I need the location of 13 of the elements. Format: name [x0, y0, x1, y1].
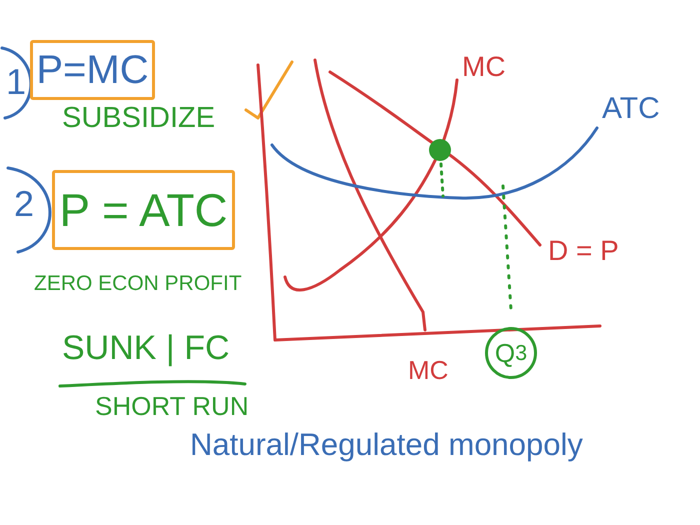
note-text: SUNK | FC — [62, 330, 230, 368]
list-number: 2 — [14, 184, 34, 224]
curve-label: D = P — [548, 236, 619, 267]
note-text: SUBSIDIZE — [62, 103, 216, 135]
note-text: SHORT RUN — [95, 392, 249, 421]
formula-box: P = ATC — [52, 170, 235, 250]
note-text: Natural/Regulated monopoly — [190, 428, 583, 462]
curve-label: ATC — [602, 92, 660, 125]
note-text: ZERO ECON PROFIT — [34, 272, 242, 296]
formula-box: P=MC — [30, 40, 155, 100]
list-number: 1 — [6, 62, 26, 102]
curve-label: MC — [462, 52, 506, 83]
curve-label: MC — [408, 356, 448, 385]
